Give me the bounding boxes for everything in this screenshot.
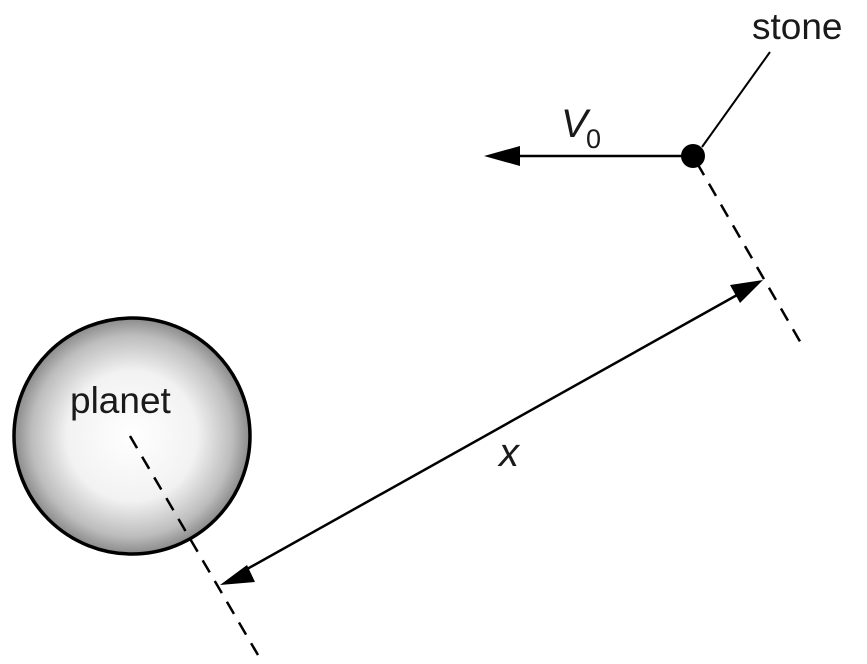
distance-label: x (497, 431, 521, 475)
distance-arrowhead-start (220, 565, 255, 585)
planet-reference-dashed-line (128, 435, 260, 656)
distance-arrow-line (239, 288, 747, 575)
velocity-label: V (561, 102, 591, 146)
distance-arrowhead-end (730, 280, 763, 303)
velocity-arrowhead (484, 146, 520, 166)
planet-circle (12, 316, 252, 556)
stone-label: stone (752, 6, 843, 47)
velocity-subscript-label: 0 (586, 124, 601, 154)
planet-label: planet (70, 380, 172, 421)
stone-leader-line (701, 51, 771, 148)
stone-dot (681, 144, 705, 168)
stone-reference-dashed-line (695, 162, 804, 346)
